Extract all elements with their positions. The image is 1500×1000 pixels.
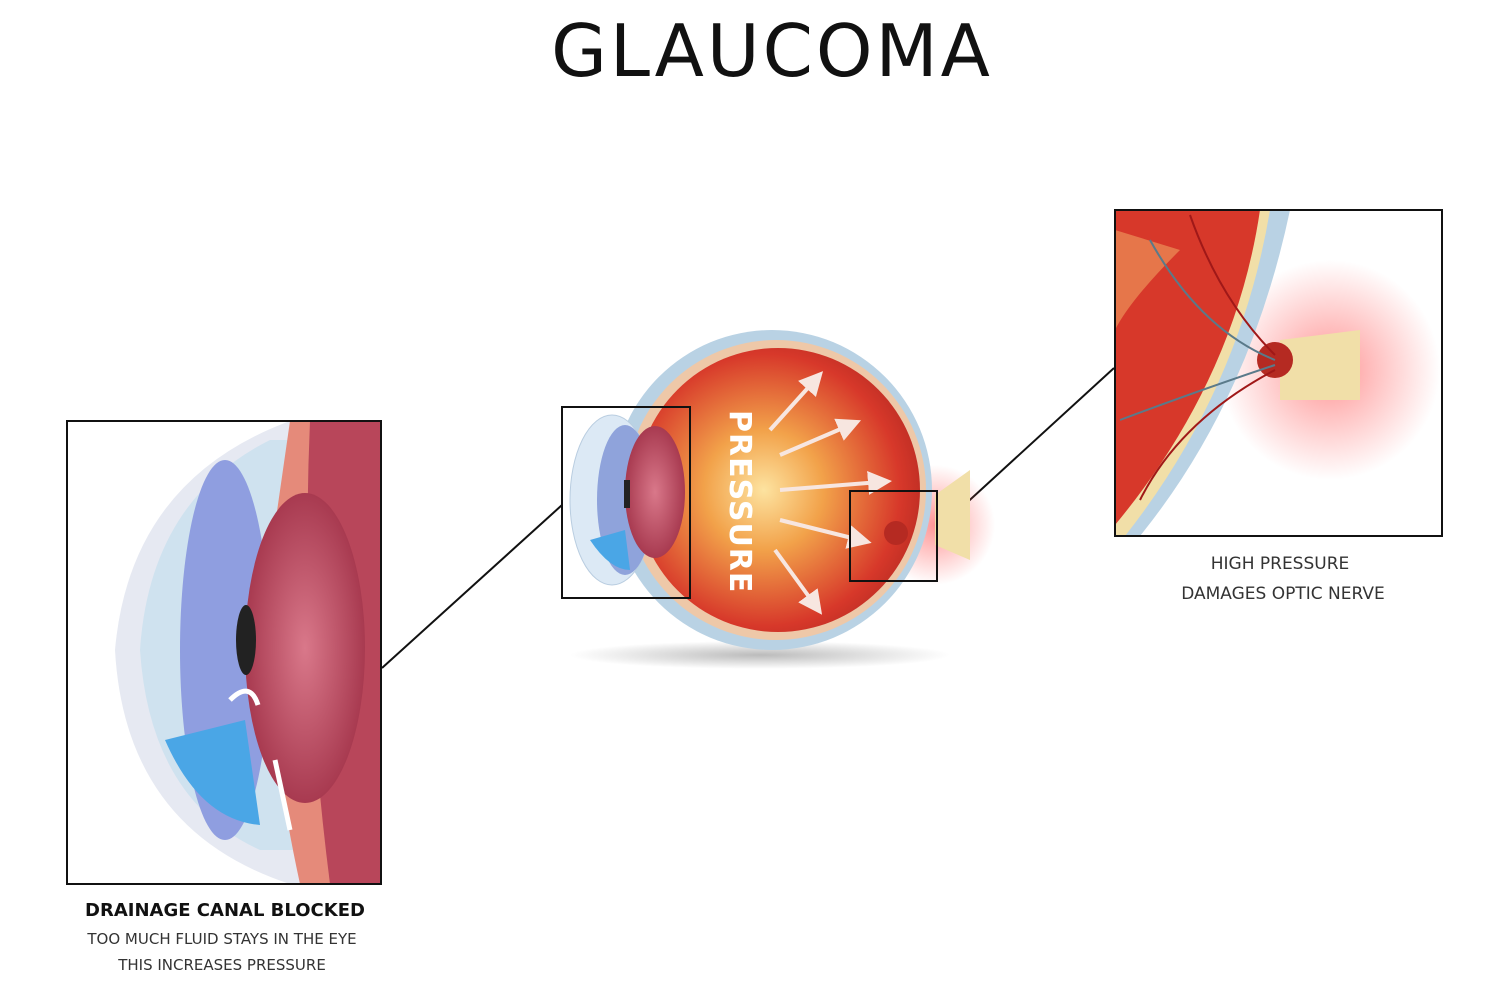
detail-box-right	[1114, 209, 1443, 537]
left-caption-line1: TOO MUCH FLUID STAYS IN THE EYE	[86, 930, 356, 948]
right-caption-line1: HIGH PRESSURE	[1211, 554, 1350, 574]
eye-cross-section: PRESSURE	[561, 330, 995, 669]
eye-shadow	[570, 641, 950, 669]
page-title: GLAUCOMA	[551, 9, 993, 93]
zoom-box-front	[561, 406, 691, 599]
left-caption-line2: THIS INCREASES PRESSURE	[117, 956, 326, 974]
connector-line-left	[381, 504, 563, 669]
zoom-box-optic-nerve	[849, 490, 938, 582]
detail-box-left	[66, 420, 382, 885]
optic-nerve-detail-panel	[1114, 209, 1443, 537]
right-caption-line2: DAMAGES OPTIC NERVE	[1181, 584, 1385, 604]
drainage-detail-panel	[66, 420, 382, 885]
left-caption-heading: DRAINAGE CANAL BLOCKED	[85, 900, 365, 921]
pressure-label: PRESSURE	[722, 410, 757, 593]
